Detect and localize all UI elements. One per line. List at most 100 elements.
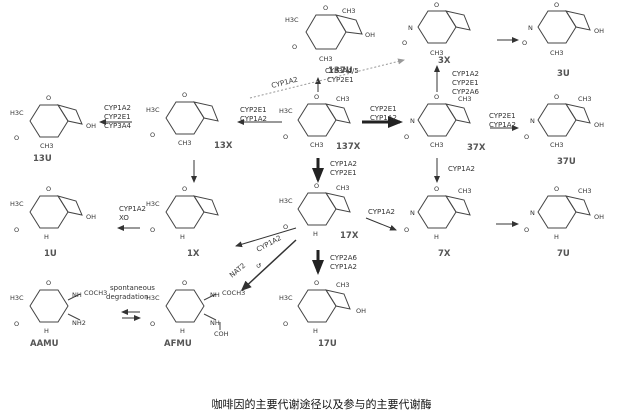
atom-ch3: CH3 xyxy=(336,184,350,192)
atom-o: O xyxy=(14,134,19,142)
atom-oh: OH xyxy=(86,213,96,221)
atom-h: H xyxy=(44,327,49,335)
compound-label: 13U xyxy=(33,154,52,164)
enzyme-label-e14: NAT2 xyxy=(228,262,247,280)
enzyme-e7-line2: CYP1A2 xyxy=(489,121,516,129)
enzyme-e7-line1: CYP2E1 xyxy=(489,112,516,120)
atom-h: H xyxy=(554,233,559,241)
compound-label: 1X xyxy=(187,249,200,259)
atom-ch3: CH3 xyxy=(310,141,324,149)
substituent-nh: NH xyxy=(210,291,220,299)
compound-label: 13X xyxy=(214,141,233,151)
arrow-17X-7X xyxy=(365,217,397,231)
molecule-13X: O H3C O CH3 xyxy=(146,91,219,147)
atom-ch3: CH3 xyxy=(430,49,444,57)
atom-o: O xyxy=(402,39,407,47)
molecule-37X: O CH3 N O CH3 xyxy=(404,93,472,149)
atom-h3c: H3C xyxy=(146,106,160,114)
enzyme-e15-line1: spontaneous xyxy=(110,284,155,292)
atom-h: H xyxy=(434,233,439,241)
atom-ch3: CH3 xyxy=(40,142,54,150)
compound-label: 7U xyxy=(557,249,570,259)
enzyme-e12-line1: CYP2A6 xyxy=(330,254,358,262)
atom-o: O xyxy=(150,226,155,234)
enzyme-e8-line1: CYP1A2 xyxy=(330,160,357,168)
enzyme-e11: CYP1A2 xyxy=(368,208,395,216)
atom-o: O xyxy=(150,131,155,139)
enzyme-e12-line2: CYP1A2 xyxy=(330,263,357,271)
atom-h3c: H3C xyxy=(146,200,160,208)
atom-n: N xyxy=(530,117,535,125)
compound-label: 137X xyxy=(336,142,361,152)
compound-label: 1U xyxy=(44,249,57,259)
atom-o: O xyxy=(524,133,529,141)
enzyme-text: CYP1A2 xyxy=(271,76,299,90)
atom-o: O xyxy=(434,185,439,193)
molecule-13U: O H3C OH O CH3 xyxy=(10,94,96,150)
atom-o: O xyxy=(46,94,51,102)
compound-label: 137U xyxy=(328,66,353,76)
atom-h: H xyxy=(313,327,318,335)
arrow-17X-1X xyxy=(235,227,297,248)
atom-ch3: CH3 xyxy=(319,55,333,63)
enzyme-e3-line2: CYP2E1 xyxy=(104,113,131,121)
substituent-cocH3: COCH3 xyxy=(222,289,245,297)
atom-ch3: CH3 xyxy=(578,95,592,103)
molecule-AFMU: O H3C NH COCH3 NH COH O H xyxy=(146,279,245,338)
enzyme-e2-line1: CYP3A4/5 xyxy=(325,67,359,75)
arrow-17X-AFMU xyxy=(240,239,297,292)
atom-ch3: CH3 xyxy=(336,95,350,103)
atom-h3c: H3C xyxy=(285,16,299,24)
enzyme-label-e13: CYP1A2 xyxy=(255,234,283,254)
compound-label: 37X xyxy=(467,143,486,153)
enzyme-e3-line3: CYP3A4 xyxy=(104,122,132,130)
substituent-nh: NH xyxy=(210,319,220,327)
atom-oh: OH xyxy=(594,213,604,221)
atom-o: O xyxy=(283,223,288,231)
compound-label: AFMU xyxy=(164,339,192,349)
atom-o: O xyxy=(314,279,319,287)
atom-oh: OH xyxy=(594,27,604,35)
enzyme-e8-line2: CYP2E1 xyxy=(330,169,357,177)
atom-o: O xyxy=(323,4,328,12)
enzyme-e4-line2: CYP1A2 xyxy=(240,115,267,123)
atom-n: N xyxy=(408,24,413,32)
atom-h3c: H3C xyxy=(10,200,24,208)
enzyme-e4-line1: CYP2E1 xyxy=(240,106,267,114)
molecule-7X: O CH3 N O H xyxy=(404,185,472,241)
molecule-AAMU: O H3C NH COCH3 NH2 O H xyxy=(10,279,107,335)
atom-ch3: CH3 xyxy=(578,187,592,195)
atom-o: O xyxy=(283,320,288,328)
compound-label: 17X xyxy=(340,231,359,241)
compound-label: 37U xyxy=(557,157,576,167)
compound-label: 17U xyxy=(318,339,337,349)
atom-h3c: H3C xyxy=(10,109,24,117)
atom-n: N xyxy=(530,209,535,217)
substituent-nh: NH xyxy=(72,291,82,299)
atom-o: O xyxy=(283,133,288,141)
enzyme-e3-line1: CYP1A2 xyxy=(104,104,131,112)
atom-o: O xyxy=(524,226,529,234)
enzyme-e2-line2: CYP2E1 xyxy=(327,76,354,84)
enzyme-text: CYP1A2 xyxy=(255,234,283,254)
atom-o: O xyxy=(14,320,19,328)
atom-h: H xyxy=(44,233,49,241)
atom-o: O xyxy=(182,91,187,99)
molecule-3U: O N OH O CH3 xyxy=(522,1,604,57)
atom-n: N xyxy=(528,24,533,32)
enzyme-e6-line3: CYP2A6 xyxy=(452,88,480,96)
compound-label: AAMU xyxy=(30,339,59,349)
atom-o: O xyxy=(292,43,297,51)
substituent-nh2: NH2 xyxy=(72,319,86,327)
enzyme-e15-line2: degradation xyxy=(106,293,149,301)
atom-h: H xyxy=(180,233,185,241)
substituent-cocH3: COCH3 xyxy=(84,289,107,297)
arrow-137X-3X xyxy=(249,58,405,99)
enzyme-label-e1: CYP1A2 xyxy=(271,76,299,90)
atom-o: O xyxy=(14,226,19,234)
enzyme-e10-line2: XO xyxy=(119,214,129,222)
atom-ch3: CH3 xyxy=(458,95,472,103)
atom-h: H xyxy=(180,327,185,335)
molecule-37U: O CH3 N OH O CH3 xyxy=(524,93,604,149)
compound-label: 3U xyxy=(557,69,570,79)
